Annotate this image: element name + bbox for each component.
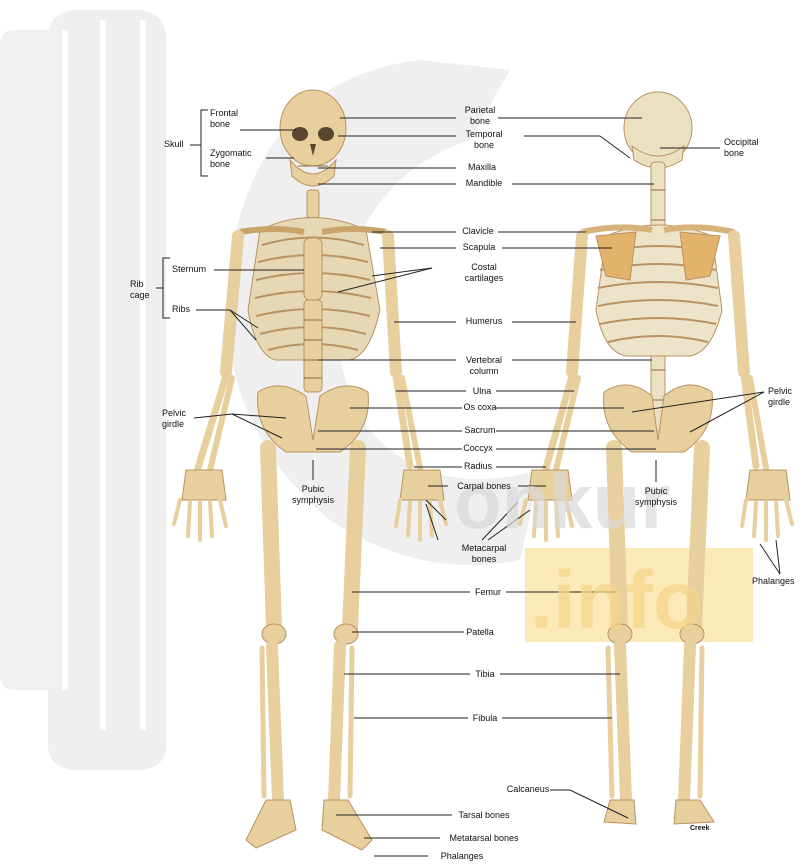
label-mandible: Mandible <box>466 178 503 189</box>
label-tibia: Tibia <box>475 669 494 680</box>
label-ulna: Ulna <box>473 386 492 397</box>
label-phalanges-bottom: Phalanges <box>441 851 484 862</box>
label-carpal-bones: Carpal bones <box>457 481 511 492</box>
credit-text: Creek <box>690 823 709 834</box>
label-metatarsal-bones: Metatarsal bones <box>449 833 518 844</box>
label-os-coxa: Os coxa <box>463 402 496 413</box>
label-radius: Radius <box>464 461 492 472</box>
label-skull: Skull <box>164 139 184 150</box>
watermark-domain: .info <box>530 555 703 646</box>
label-fibula: Fibula <box>473 713 498 724</box>
label-clavicle: Clavicle <box>462 226 494 237</box>
label-tarsal-bones: Tarsal bones <box>458 810 509 821</box>
label-scapula: Scapula <box>463 242 496 253</box>
label-sternum: Sternum <box>172 264 206 275</box>
label-phalanges-right: Phalanges <box>752 576 795 587</box>
label-coccyx: Coccyx <box>463 443 493 454</box>
label-femur: Femur <box>475 587 501 598</box>
label-humerus: Humerus <box>466 316 503 327</box>
label-patella: Patella <box>466 627 494 638</box>
label-sacrum: Sacrum <box>464 425 495 436</box>
label-ribs: Ribs <box>172 304 190 315</box>
label-maxilla: Maxilla <box>468 162 496 173</box>
label-calcaneus: Calcaneus <box>507 784 550 795</box>
